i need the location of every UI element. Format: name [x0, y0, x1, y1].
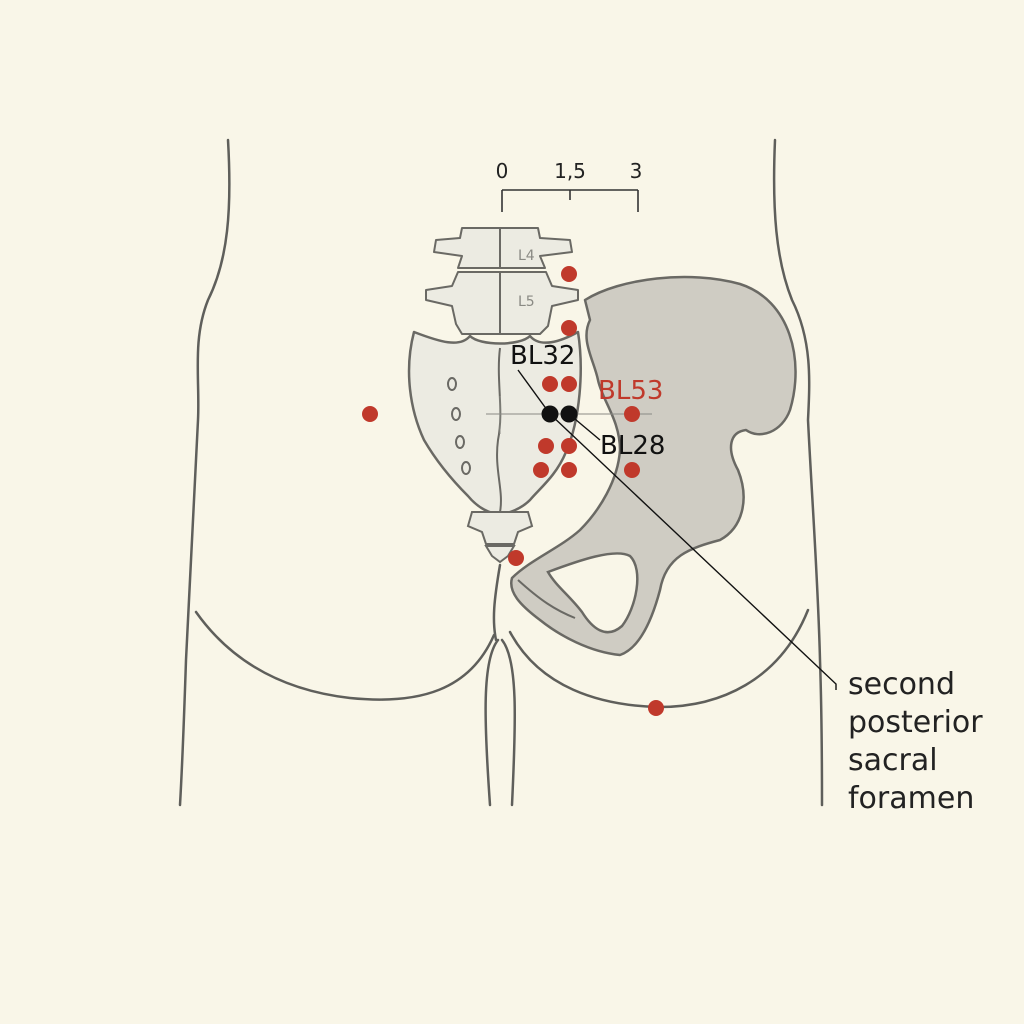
l4-label: L4 — [518, 248, 535, 264]
acupoint-bl32 — [541, 405, 559, 423]
gluteal-cleft — [492, 563, 502, 642]
acupoint — [362, 406, 378, 422]
sacral-foramina — [447, 377, 471, 475]
lumbar-vertebrae — [425, 227, 579, 335]
right-inner-thigh — [500, 638, 517, 807]
annotation-line-4: foramen — [848, 781, 974, 816]
acupoint-bl53 — [624, 406, 640, 422]
left-buttock-fold — [194, 610, 496, 701]
acupoint — [542, 376, 558, 392]
foramen-left-3 — [455, 435, 465, 449]
acupoint — [561, 438, 577, 454]
scale-label-0: 0 — [496, 159, 509, 183]
foramen-leader — [549, 413, 837, 690]
annotation-line-2: posterior — [848, 705, 983, 740]
foramen-left-2 — [451, 407, 461, 421]
acupoint — [561, 462, 577, 478]
acupoint — [561, 266, 577, 282]
acupoint — [508, 550, 524, 566]
annotation-line-1: second — [848, 667, 955, 702]
acupoint — [561, 376, 577, 392]
annotation-line-3: sacral — [848, 743, 938, 778]
scale-ruler — [501, 189, 639, 212]
obturator-foramen — [546, 552, 639, 634]
l5-label: L5 — [518, 294, 535, 310]
acupoints-red — [362, 266, 664, 716]
right-flank — [772, 138, 824, 807]
median-sacral-crest — [496, 347, 502, 513]
acupoint — [538, 438, 554, 454]
acupoint — [648, 700, 664, 716]
vertebra-l5 — [425, 271, 579, 335]
bl32-leader — [517, 369, 551, 415]
left-flank — [178, 138, 231, 807]
coccyx — [466, 511, 534, 545]
foramen-left-1 — [447, 377, 457, 391]
scale-label-mid: 1,5 — [554, 159, 586, 183]
left-inner-thigh — [484, 638, 500, 807]
ischial-ramus — [517, 579, 576, 619]
acupoints-highlighted — [541, 405, 578, 423]
acupoint-bl28 — [560, 405, 578, 423]
hip-bone — [509, 275, 797, 657]
body-outline — [178, 138, 824, 807]
acupoint — [624, 462, 640, 478]
acupoint — [533, 462, 549, 478]
foramen-left-4 — [461, 461, 471, 475]
coccyx-tip — [484, 545, 516, 564]
label-bl28: BL28 — [600, 431, 665, 461]
label-bl32: BL32 — [510, 341, 575, 371]
label-bl53: BL53 — [598, 376, 663, 406]
foramen-annotation: second posterior sacral foramen — [848, 667, 983, 816]
scale-label-3: 3 — [630, 159, 643, 183]
acupoint — [561, 320, 577, 336]
vertebra-l4 — [433, 227, 573, 269]
